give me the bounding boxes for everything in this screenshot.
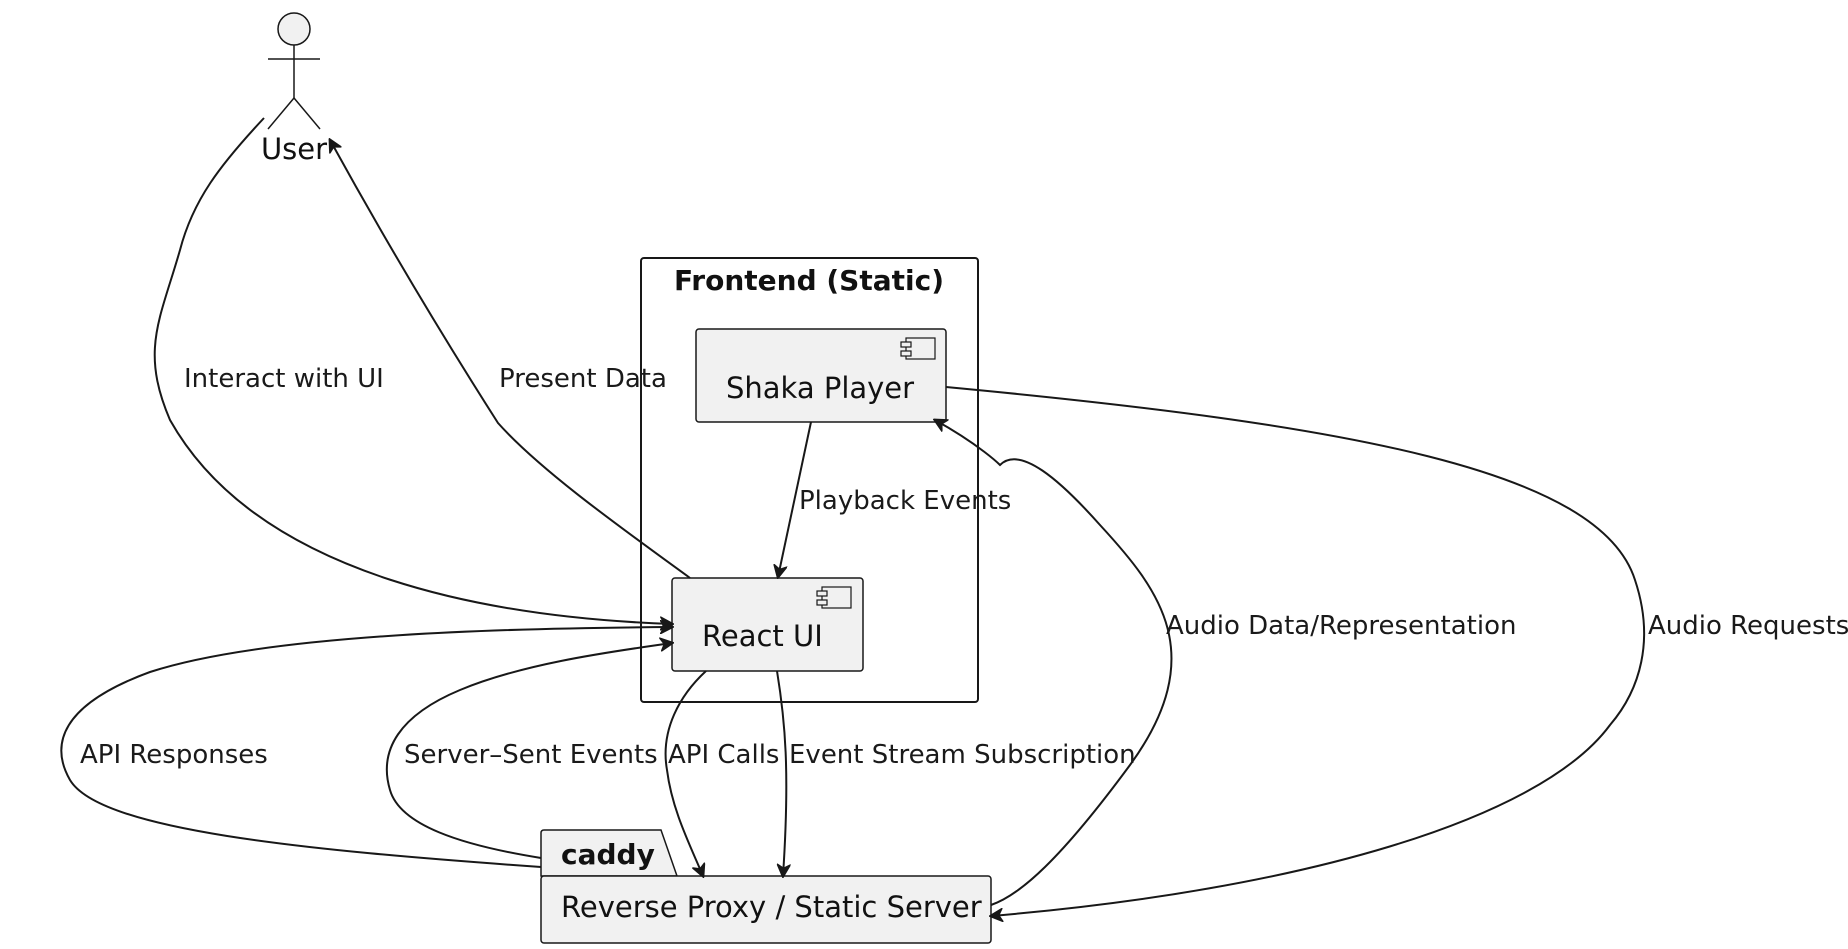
edge-label-api-calls: API Calls [668,740,779,770]
edge-server-sent-events [385,643,672,859]
edge-label-present-data: Present Data [499,364,667,394]
reverse-proxy-label: Reverse Proxy / Static Server [561,890,982,924]
edge-api-calls [664,670,707,876]
shaka-player-component: Shaka Player [695,328,947,423]
edge-label-event-stream: Event Stream Subscription [789,740,1136,770]
component-icon [900,337,936,360]
component-icon [816,586,852,609]
edge-audio-data [935,420,1173,906]
user-label: User [261,132,327,166]
edge-event-stream [777,670,786,876]
shaka-player-label: Shaka Player [726,371,914,405]
user-actor: User [261,12,327,166]
edge-label-api-responses: API Responses [80,740,268,770]
actor-head [277,12,311,46]
frontend-title: Frontend (Static) [674,264,944,297]
react-ui-label: React UI [702,619,823,653]
actor-right-leg [293,97,321,130]
caddy-tab [540,829,679,877]
shaka-player-box [695,328,947,423]
edge-label-audio-data: Audio Data/Representation [1166,611,1516,641]
edge-label-audio-requests: Audio Requests [1648,611,1848,641]
edge-present-data [330,140,691,579]
react-ui-component: React UI [671,577,864,672]
caddy-label: caddy [561,838,655,871]
caddy-package: caddy Reverse Proxy / Static Server [540,829,992,944]
frontend-border [640,257,979,703]
edge-interact-with-ui [153,117,672,624]
edge-label-playback-events: Playback Events [799,486,1011,516]
frontend-frame: Frontend (Static) [640,257,979,703]
edge-api-responses [60,627,672,868]
edge-audio-requests [945,386,1646,916]
edge-playback-events [778,421,812,577]
edge-label-interact-with-ui: Interact with UI [184,364,384,394]
edge-label-server-sent-events: Server–Sent Events [404,740,658,770]
actor-left-leg [267,97,295,130]
